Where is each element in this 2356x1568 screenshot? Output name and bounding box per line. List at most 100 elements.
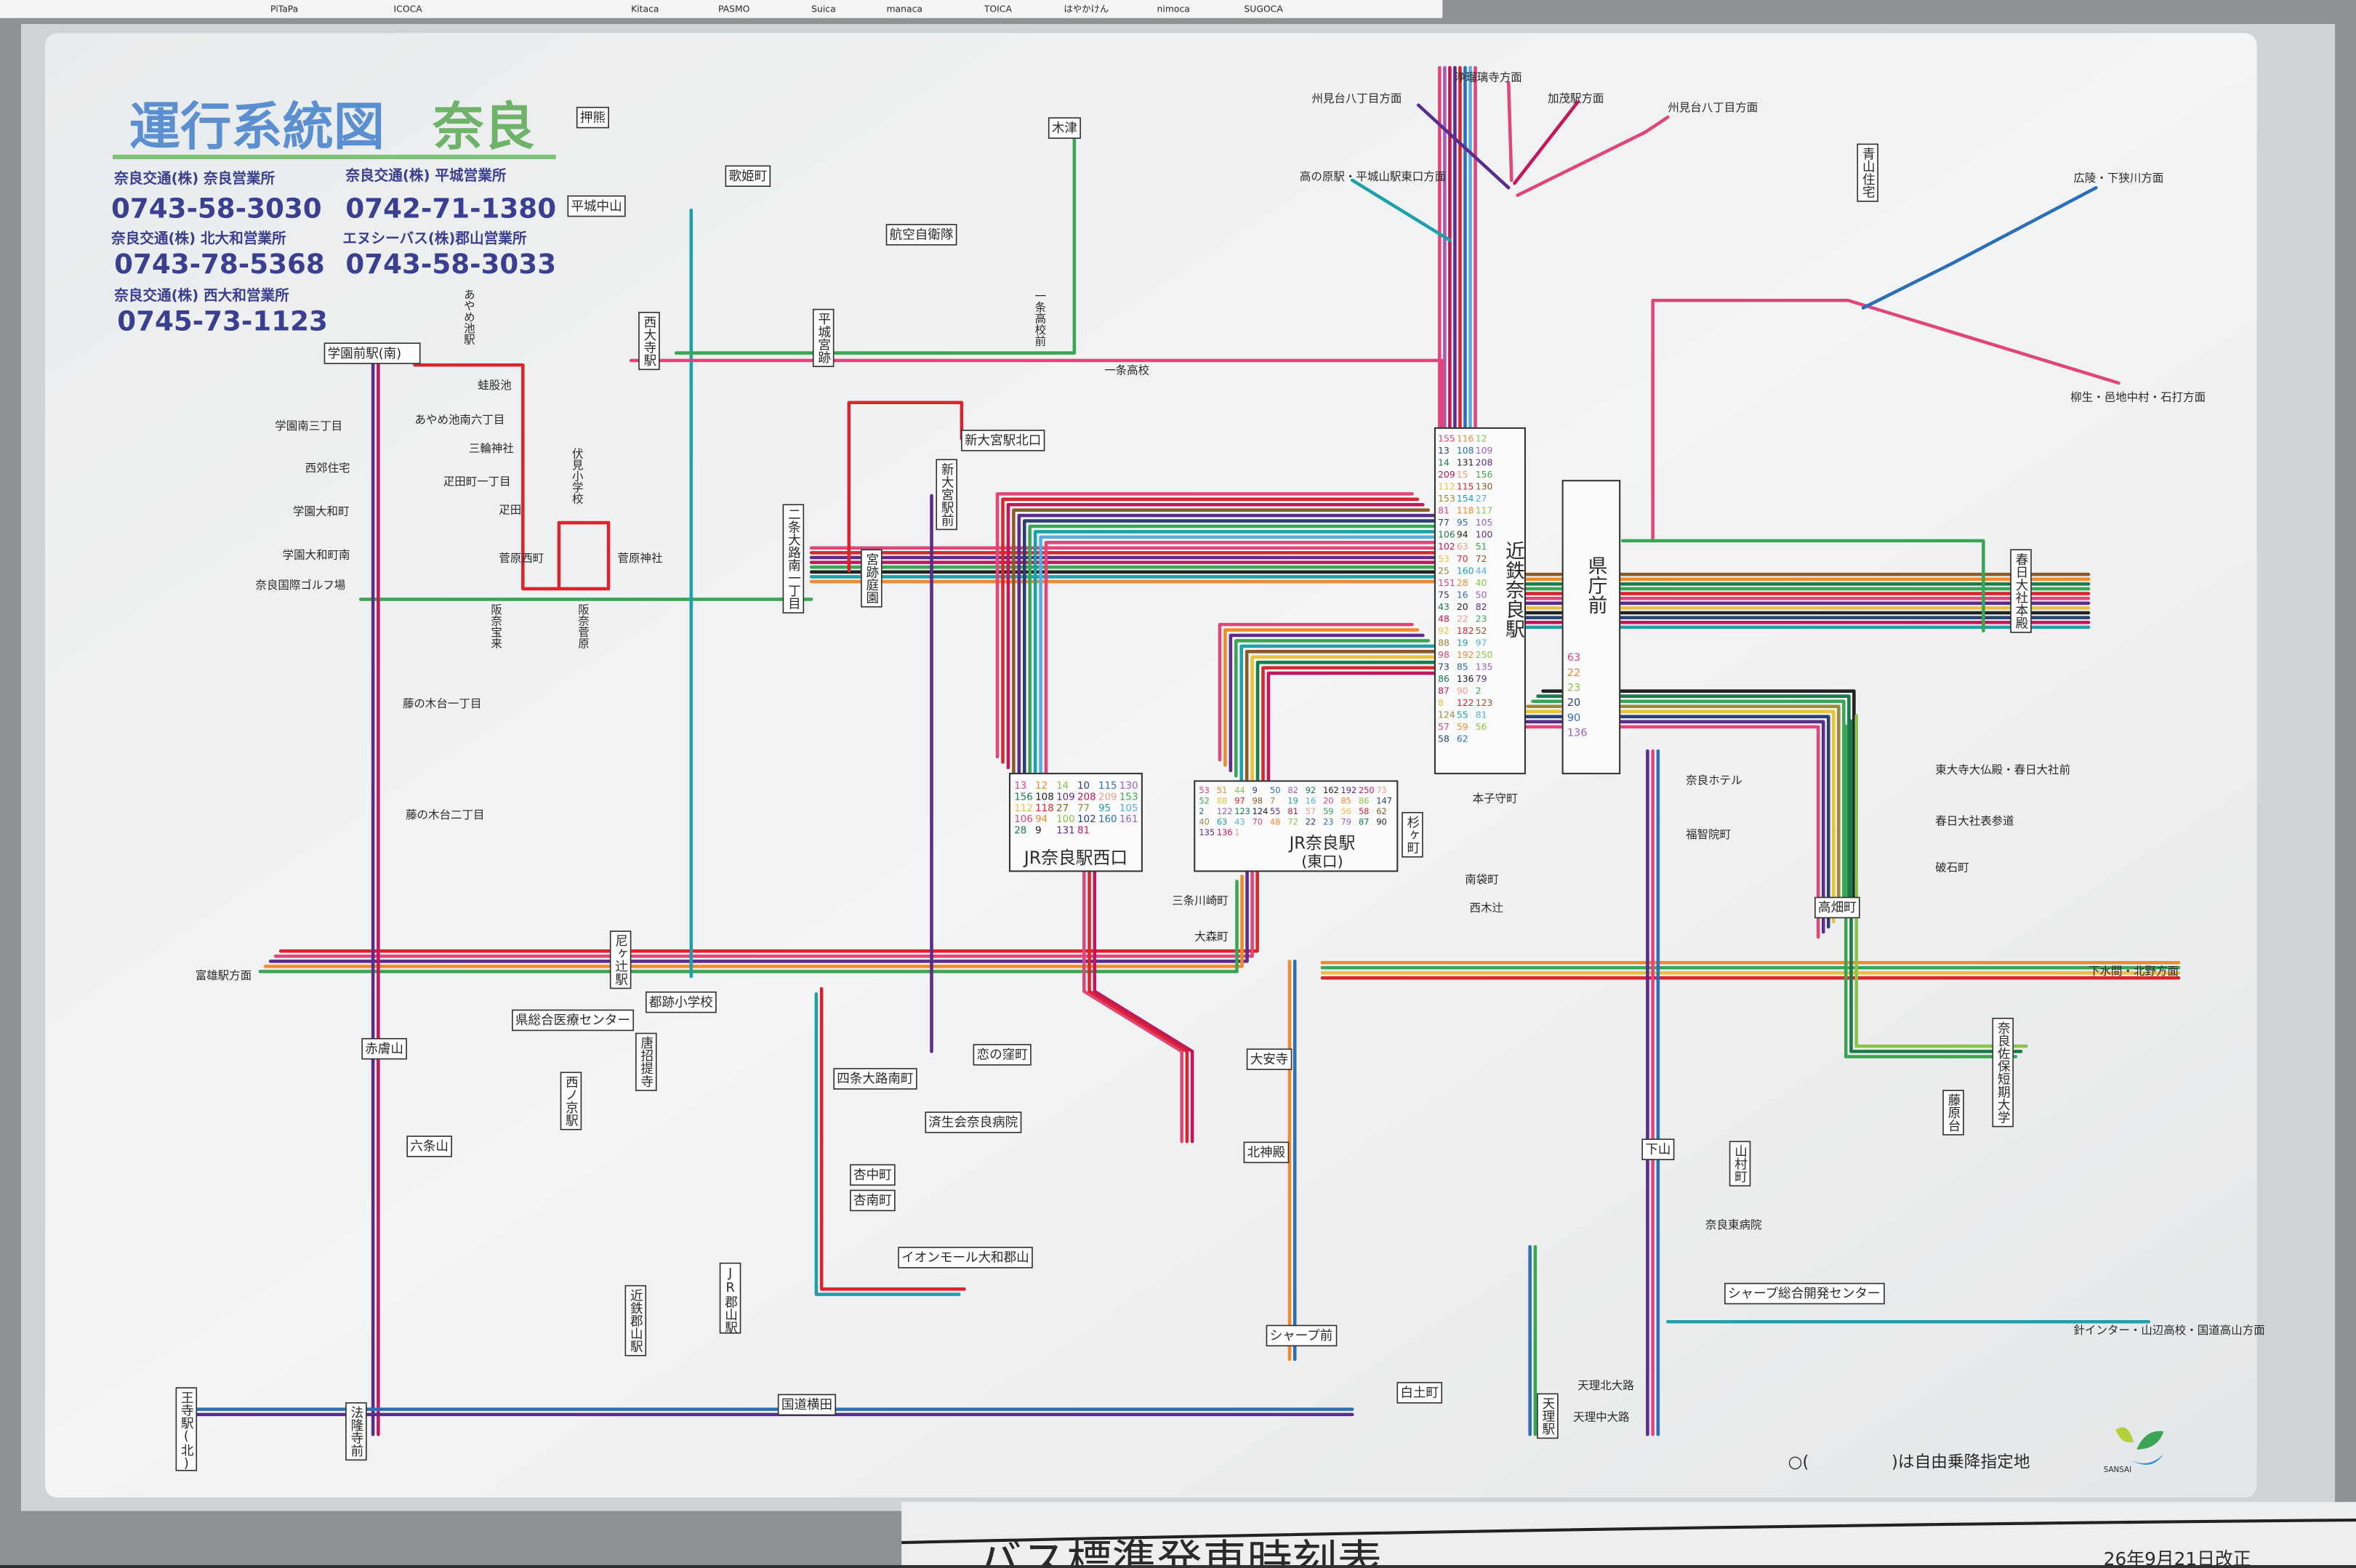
stop-label[interactable]: 二条大路南一丁目 <box>786 507 800 609</box>
route-number: 28 <box>1457 577 1468 588</box>
stop-label[interactable]: 白土町 <box>1400 1386 1439 1401</box>
stop-label[interactable]: 破石町 <box>1935 861 1969 874</box>
stop-label[interactable]: 押熊 <box>580 110 606 125</box>
stop-label[interactable]: 蛙股池 <box>478 379 511 392</box>
stop-label[interactable]: 柳生・邑地中村・石打方面 <box>2070 391 2206 404</box>
stop-label[interactable]: 一条高校 <box>1104 363 1149 377</box>
stop-box <box>777 1394 837 1416</box>
stop-label[interactable]: 南袋町 <box>1465 873 1498 886</box>
stop-label[interactable]: 天理中大路 <box>1573 1411 1630 1424</box>
stop-label[interactable]: 阪奈宝来 <box>489 603 502 648</box>
stop-label[interactable]: 唐招提寺 <box>639 1036 654 1087</box>
stop-label[interactable]: あやめ池南六丁目 <box>414 414 504 427</box>
route-number: 19 <box>1457 637 1468 648</box>
stop-label[interactable]: 杏南町 <box>853 1194 892 1208</box>
stop-label[interactable]: 阪奈菅原 <box>576 603 590 648</box>
stop-label[interactable]: 奈良東病院 <box>1705 1218 1761 1231</box>
stop-label[interactable]: 六条山 <box>410 1140 449 1154</box>
stop-label[interactable]: 西木辻 <box>1469 901 1503 914</box>
stop-label[interactable]: あやめ池駅 <box>462 289 475 345</box>
stop-label[interactable]: 尼ヶ辻駅 <box>614 934 628 986</box>
route-line <box>1266 671 1463 811</box>
stop-label[interactable]: 一条高校前 <box>1033 290 1046 347</box>
stop-label[interactable]: 加茂駅方面 <box>1548 92 1604 105</box>
stop-label[interactable]: 三条川崎町 <box>1172 894 1228 907</box>
stop-label[interactable]: 下山 <box>1645 1143 1670 1157</box>
stop-label[interactable]: 都跡小学校 <box>649 995 713 1010</box>
stop-label[interactable]: 本子守町 <box>1473 792 1518 805</box>
stop-label[interactable]: 西大寺駅 <box>642 315 656 367</box>
stop-label[interactable]: 菅原西町 <box>499 552 544 565</box>
stop-label[interactable]: 菅原神社 <box>618 552 663 565</box>
stop-label[interactable]: 東大寺大仏殿・春日大社前 <box>1935 763 2070 776</box>
stop-label[interactable]: 西ノ京駅 <box>563 1075 578 1127</box>
stop-label[interactable]: 藤の木台一丁目 <box>403 697 481 710</box>
stop-label[interactable]: 学園前駅(南) <box>328 347 401 361</box>
stop-label[interactable]: 航空自衛隊 <box>890 228 954 243</box>
route-number: 82 <box>1476 601 1487 612</box>
stop-label[interactable]: 学園大和町南 <box>283 549 350 562</box>
stop-label[interactable]: 福智院町 <box>1686 827 1731 841</box>
stop-label[interactable]: 杏中町 <box>853 1168 892 1183</box>
stop-label[interactable]: 赤膚山 <box>365 1042 403 1056</box>
stop-label[interactable]: 州見台八丁目方面 <box>1311 92 1402 105</box>
stop-label[interactable]: シャープ総合開発センター <box>1728 1287 1881 1301</box>
stop-label[interactable]: 近鉄郡山駅 <box>628 1289 643 1354</box>
stop-label[interactable]: 青山住宅 <box>1860 147 1875 198</box>
stop-label[interactable]: 法隆寺前 <box>349 1406 363 1458</box>
stop-label[interactable]: 天理北大路 <box>1577 1379 1634 1392</box>
stop-label[interactable]: 浄瑠璃寺方面 <box>1455 71 1522 84</box>
stop-label[interactable]: 奈良国際ゴルフ場 <box>255 578 345 592</box>
stop-label[interactable]: 国道横田 <box>781 1398 832 1412</box>
stop-label[interactable]: シャープ前 <box>1270 1329 1333 1343</box>
stop-label[interactable]: 済生会奈良病院 <box>928 1116 1018 1130</box>
stop-label[interactable]: 下水間・北野方面 <box>2088 965 2179 978</box>
stop-label[interactable]: 針インター・山辺高校・国道高山方面 <box>2073 1324 2264 1337</box>
stop-label[interactable]: 高の原駅・平城山駅東口方面 <box>1300 170 1446 183</box>
stop-label[interactable]: 高畑町 <box>1818 901 1857 915</box>
stop-label[interactable]: 平城宮跡 <box>816 313 831 364</box>
stop-label[interactable]: 疋田 <box>499 504 521 517</box>
stop-label[interactable]: 春日大社表参道 <box>1935 814 2014 827</box>
stop-label[interactable]: 広陵・下狭川方面 <box>2073 172 2163 185</box>
stop-label[interactable]: 県総合医療センター <box>515 1013 630 1028</box>
stop-label[interactable]: 伏見小学校 <box>571 447 584 504</box>
stop-label[interactable]: 北神殿 <box>1247 1146 1286 1160</box>
stop-label[interactable]: 春日大社本殿 <box>2014 552 2028 629</box>
route-line <box>1416 103 1511 190</box>
stop-label[interactable]: 疋田町一丁目 <box>443 475 511 488</box>
stop-label[interactable]: 西郊住宅 <box>305 462 350 475</box>
route-number: 162 <box>1323 785 1339 795</box>
stop-label[interactable]: 大安寺 <box>1250 1053 1289 1067</box>
stop-label[interactable]: 杉ヶ町 <box>1405 816 1420 854</box>
stop-label[interactable]: 四条大路南町 <box>837 1072 913 1087</box>
stop-label[interactable]: 天理駅 <box>1540 1397 1555 1436</box>
stop-label[interactable]: 三輪神社 <box>469 442 514 455</box>
stop-label[interactable]: 奈良佐保短期大学 <box>1995 1021 2010 1123</box>
stop-label[interactable]: 奈良ホテル <box>1686 774 1742 787</box>
stop-label[interactable]: 歌姫町 <box>728 169 767 184</box>
stop-label[interactable]: 藤原台 <box>1946 1093 1961 1132</box>
stop-label[interactable]: 平城中山 <box>571 199 622 214</box>
route-line <box>995 492 1414 759</box>
stop-label[interactable]: 学園大和町 <box>293 505 349 518</box>
stop-label[interactable]: 宮跡庭園 <box>864 552 879 603</box>
stop-label[interactable]: 富雄駅方面 <box>196 969 252 982</box>
stop-label[interactable]: JR郡山駅 <box>723 1266 738 1335</box>
stop-label[interactable]: 大森町 <box>1194 930 1228 943</box>
stop-label[interactable]: 藤の木台二丁目 <box>406 808 484 821</box>
stop-label[interactable]: 王寺駅(北) <box>179 1391 193 1471</box>
stop-label[interactable]: 学園南三丁目 <box>275 419 342 433</box>
stop-label[interactable]: 恋の窪町 <box>977 1048 1028 1063</box>
stop-label[interactable]: イオンモール大和郡山 <box>901 1251 1029 1266</box>
stop-label[interactable]: 州見台八丁目方面 <box>1668 101 1758 114</box>
stop-label[interactable]: 新大宮駅北口 <box>965 434 1041 449</box>
stop-label[interactable]: 新大宮駅前 <box>939 462 954 527</box>
stop-label[interactable]: 木津 <box>1052 121 1077 136</box>
stop-label[interactable]: 山村町 <box>1733 1144 1748 1183</box>
